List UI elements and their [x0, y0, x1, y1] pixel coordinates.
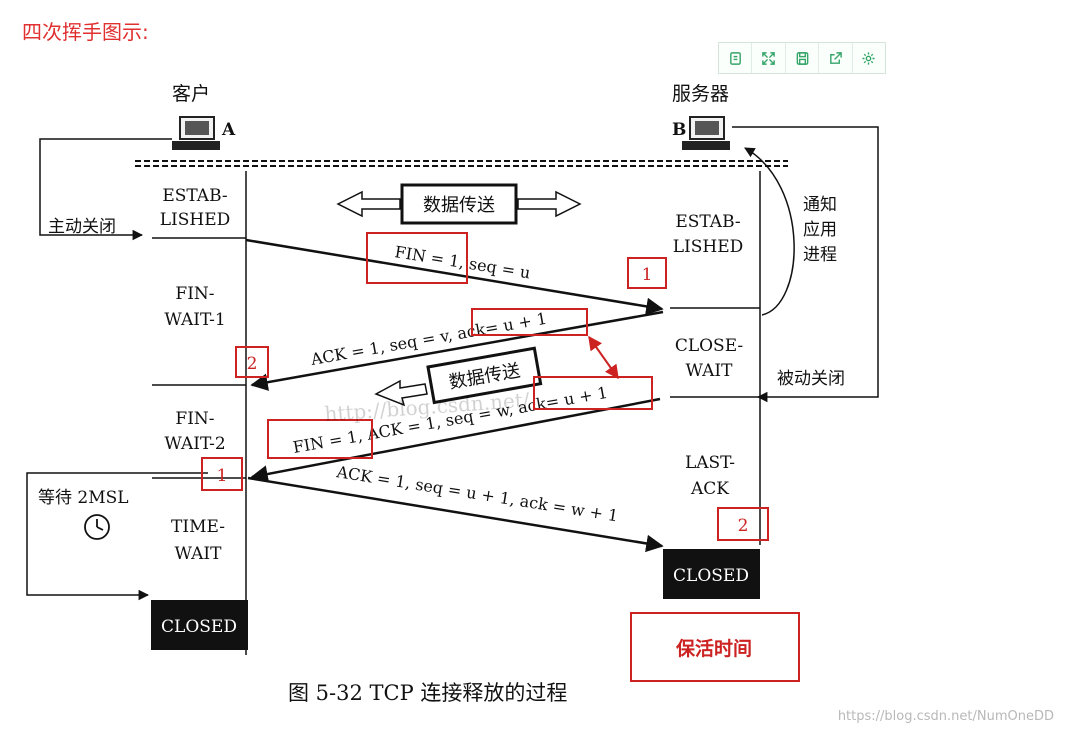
fin2-ack-highlight-box — [533, 376, 653, 410]
server-closed-box — [663, 549, 760, 599]
keepalive-label: 保活时间 — [675, 637, 752, 660]
marker-4-box — [717, 507, 769, 541]
client-host-label: A — [221, 120, 236, 140]
marker-3-box — [201, 457, 243, 491]
client-state-fin-wait1-1: FIN- — [175, 284, 214, 304]
passive-close-loop-arrow — [732, 126, 879, 403]
client-title: 客户 — [172, 83, 210, 105]
server-state-last-ack-1: LAST- — [685, 453, 735, 473]
client-state-fin-wait2-2: WAIT-2 — [164, 434, 225, 454]
server-title: 服务器 — [672, 83, 729, 105]
image-toolbar — [718, 42, 886, 74]
ack1-highlight-box — [471, 308, 588, 336]
fullscreen-button[interactable] — [752, 43, 786, 73]
client-state-time-wait-1: TIME- — [171, 517, 225, 537]
notify-app-line-1: 通知 — [803, 195, 837, 215]
server-state-close-wait-2: WAIT — [686, 361, 734, 381]
ack-link-arrow — [588, 335, 619, 380]
active-close-loop-arrow — [39, 138, 172, 241]
keepalive-box — [630, 612, 800, 682]
notify-app-arrow — [744, 147, 795, 316]
client-state-time-wait-2: WAIT — [175, 544, 223, 564]
client-closed-box — [151, 600, 248, 650]
client-state-established-2: LISHED — [160, 210, 231, 230]
fullscreen-icon — [762, 51, 775, 65]
diagram-canvas: 客户 服务器 A B ESTAB- LISHED FIN- WAIT-1 FIN… — [26, 83, 879, 705]
server-computer-icon — [682, 116, 730, 150]
share-icon — [830, 51, 842, 64]
save-button[interactable] — [786, 43, 820, 73]
copy-button[interactable] — [719, 43, 753, 73]
client-state-fin-wait1-2: WAIT-1 — [164, 310, 225, 330]
marker-1-label: 1 — [642, 265, 653, 285]
client-computer-icon — [172, 116, 220, 150]
notify-app-line-2: 应用 — [803, 220, 837, 240]
page-watermark: https://blog.csdn.net/NumOneDD — [837, 709, 1054, 724]
fin1-highlight-box — [366, 232, 468, 284]
server-state-closed: CLOSED — [673, 566, 749, 586]
copy-icon — [729, 51, 741, 65]
wait-2msl-label: 等待 2MSL — [38, 488, 129, 508]
marker-1-box — [627, 257, 667, 289]
tcp-four-way-handshake-figure: 客户 服务器 A B ESTAB- LISHED FIN- WAIT-1 FIN… — [20, 75, 890, 715]
page-heading: 四次挥手图示: — [22, 20, 149, 44]
clock-icon — [84, 514, 110, 540]
server-host-label: B — [672, 120, 686, 140]
server-state-established-2: LISHED — [673, 237, 744, 257]
ack1-arrow — [250, 310, 664, 391]
marker-2-box — [235, 346, 269, 378]
passive-close-label: 被动关闭 — [777, 369, 845, 389]
client-state-established-1: ESTAB- — [162, 186, 227, 206]
data-transfer-label: 数据传送 — [423, 195, 495, 216]
notify-app-line-3: 进程 — [803, 245, 837, 265]
figure-caption: 图 5-32 TCP 连接释放的过程 — [288, 681, 567, 705]
client-state-closed: CLOSED — [161, 617, 237, 637]
server-state-close-wait-1: CLOSE- — [675, 336, 743, 356]
fin2-highlight-box — [267, 419, 373, 459]
wait-2msl-loop-arrow — [26, 472, 208, 601]
fin1-arrow — [245, 238, 664, 316]
settings-button[interactable] — [853, 43, 885, 73]
ack2-arrow — [247, 476, 664, 553]
data-transfer-arrow-2: 数据传送 — [374, 346, 543, 407]
marker-4-label: 2 — [738, 516, 749, 536]
fin2-arrow — [250, 397, 661, 483]
client-state-fin-wait2-1: FIN- — [175, 409, 214, 429]
data-transfer-double-arrow: 数据传送 — [336, 183, 582, 225]
active-close-label: 主动关闭 — [48, 217, 116, 237]
settings-icon — [862, 51, 875, 65]
share-button[interactable] — [819, 43, 853, 73]
marker-3-label: 1 — [217, 466, 228, 486]
server-state-established-1: ESTAB- — [675, 212, 740, 232]
server-state-last-ack-2: ACK — [690, 479, 729, 499]
save-icon — [796, 51, 808, 65]
marker-2-label: 2 — [247, 354, 258, 374]
